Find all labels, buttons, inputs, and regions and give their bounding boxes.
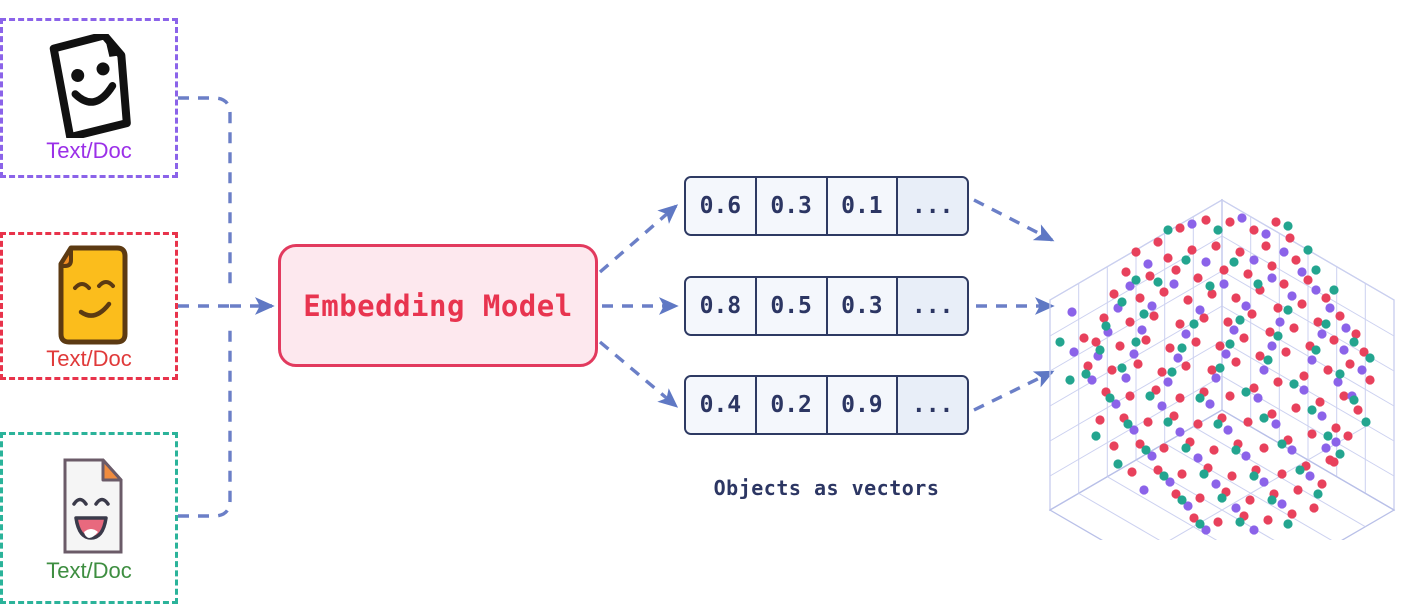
source-item-1[interactable]: Text/Doc	[0, 18, 178, 178]
vector-cell: 0.3	[756, 178, 828, 234]
source-label-3: Text/Doc	[46, 558, 132, 583]
vector-row: 0.8 0.5 0.3 ...	[684, 276, 969, 336]
source-label-1: Text/Doc	[46, 138, 132, 163]
embedding-model-node[interactable]: Embedding Model	[278, 244, 598, 367]
vectors-caption: Objects as vectors	[713, 476, 940, 500]
embedding-model-label: Embedding Model	[303, 288, 573, 323]
vector-cell-ellipsis: ...	[898, 278, 967, 334]
vector-cell-ellipsis: ...	[898, 178, 967, 234]
source-item-2[interactable]: Text/Doc	[0, 232, 178, 380]
vector-cell: 0.2	[756, 377, 828, 433]
scatter-points	[1055, 213, 1375, 535]
connector-source-3	[178, 322, 232, 518]
vector-cell: 0.5	[756, 278, 828, 334]
connector-model-to-vector-3	[598, 340, 679, 408]
document-laughing-white-icon	[41, 454, 137, 558]
vector-cell: 0.6	[686, 178, 757, 234]
vector-cell: 0.3	[827, 278, 899, 334]
vector-cell: 0.9	[827, 377, 899, 433]
connector-model-to-vector-1	[598, 204, 679, 274]
connector-source-1	[178, 96, 232, 290]
source-item-3[interactable]: Text/Doc	[0, 432, 178, 604]
vector-row: 0.6 0.3 0.1 ...	[684, 176, 969, 236]
vector-row: 0.4 0.2 0.9 ...	[684, 375, 969, 435]
vector-cell: 0.1	[827, 178, 899, 234]
vector-cell-ellipsis: ...	[898, 377, 967, 433]
document-smirk-yellow-icon	[41, 242, 137, 346]
vector-space-cube	[1048, 198, 1396, 540]
vector-cell: 0.4	[686, 377, 757, 433]
document-smiley-outline-icon	[41, 31, 137, 142]
source-label-2: Text/Doc	[46, 346, 132, 371]
vector-cell: 0.8	[686, 278, 757, 334]
